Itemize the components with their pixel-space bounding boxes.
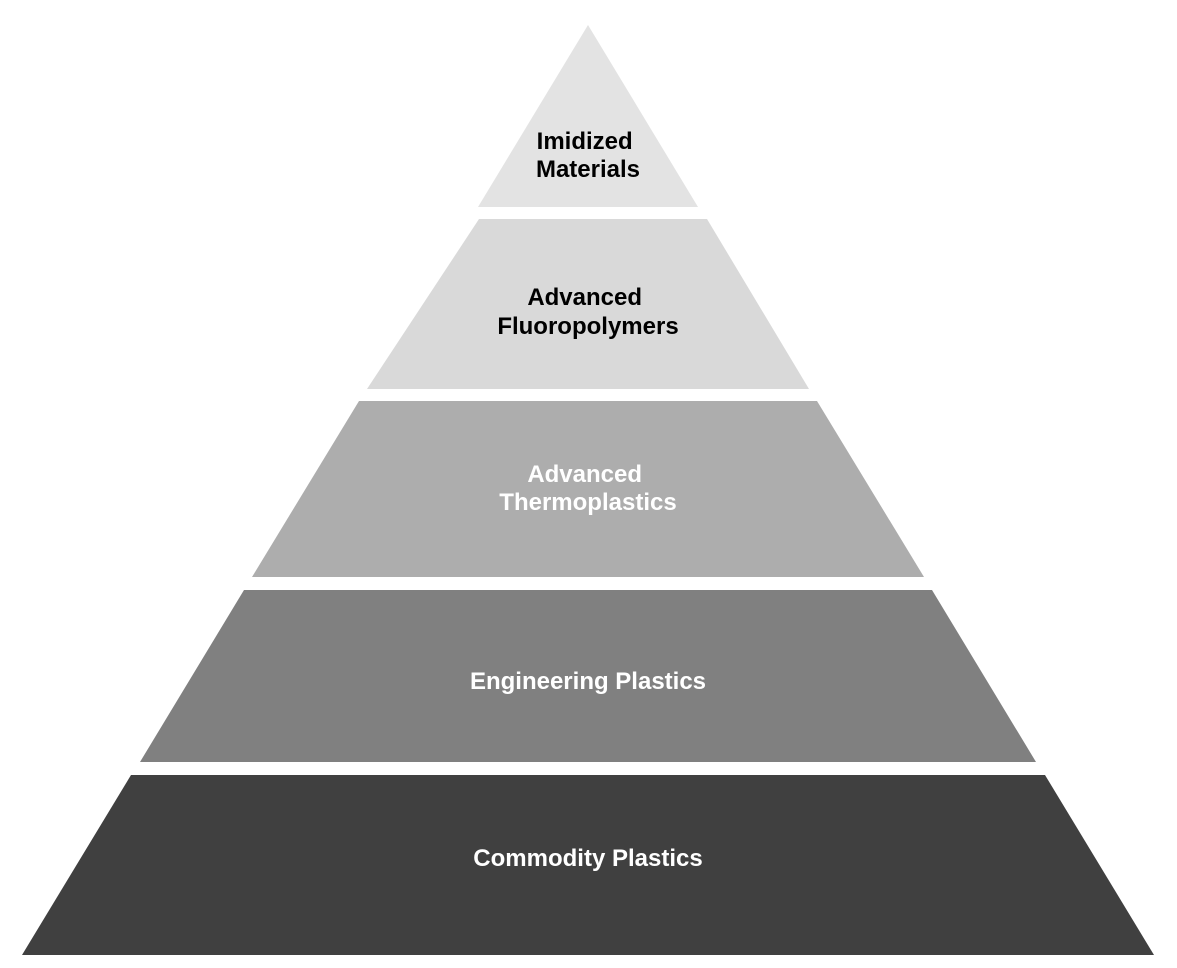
tier-label-line: Fluoropolymers bbox=[497, 313, 678, 340]
tier-shape-commodity-plastics bbox=[22, 775, 1154, 955]
tier-shape-imidized-materials bbox=[478, 25, 698, 207]
tier-label-advanced-fluoropolymers: Advanced Fluoropolymers bbox=[497, 284, 678, 340]
tier-advanced-thermoplastics: Advanced Thermoplastics bbox=[252, 401, 924, 577]
tier-engineering-plastics: Engineering Plastics bbox=[140, 590, 1036, 762]
tier-label-advanced-thermoplastics: Advanced Thermoplastics bbox=[499, 461, 676, 516]
tier-label-imidized-materials: Imidized Materials bbox=[536, 128, 640, 183]
tier-shape-advanced-fluoropolymers bbox=[367, 219, 809, 389]
tier-advanced-fluoropolymers: Advanced Fluoropolymers bbox=[367, 219, 809, 389]
tier-label-line: Advanced bbox=[527, 284, 642, 311]
tier-label-commodity-plastics: Commodity Plastics bbox=[473, 845, 702, 872]
tier-imidized-materials: Imidized Materials bbox=[478, 25, 698, 207]
tier-label-line: Imidized bbox=[537, 128, 633, 155]
tier-label-line: Thermoplastics bbox=[499, 489, 676, 516]
tier-label-engineering-plastics: Engineering Plastics bbox=[470, 668, 706, 695]
tier-shape-engineering-plastics bbox=[140, 590, 1036, 762]
tier-label-line: Engineering Plastics bbox=[470, 668, 706, 695]
tier-label-line: Advanced bbox=[527, 461, 642, 488]
tier-shape-advanced-thermoplastics bbox=[252, 401, 924, 577]
tier-label-line: Materials bbox=[536, 156, 640, 183]
tier-label-line: Commodity Plastics bbox=[473, 845, 702, 872]
tier-commodity-plastics: Commodity Plastics bbox=[22, 775, 1154, 955]
